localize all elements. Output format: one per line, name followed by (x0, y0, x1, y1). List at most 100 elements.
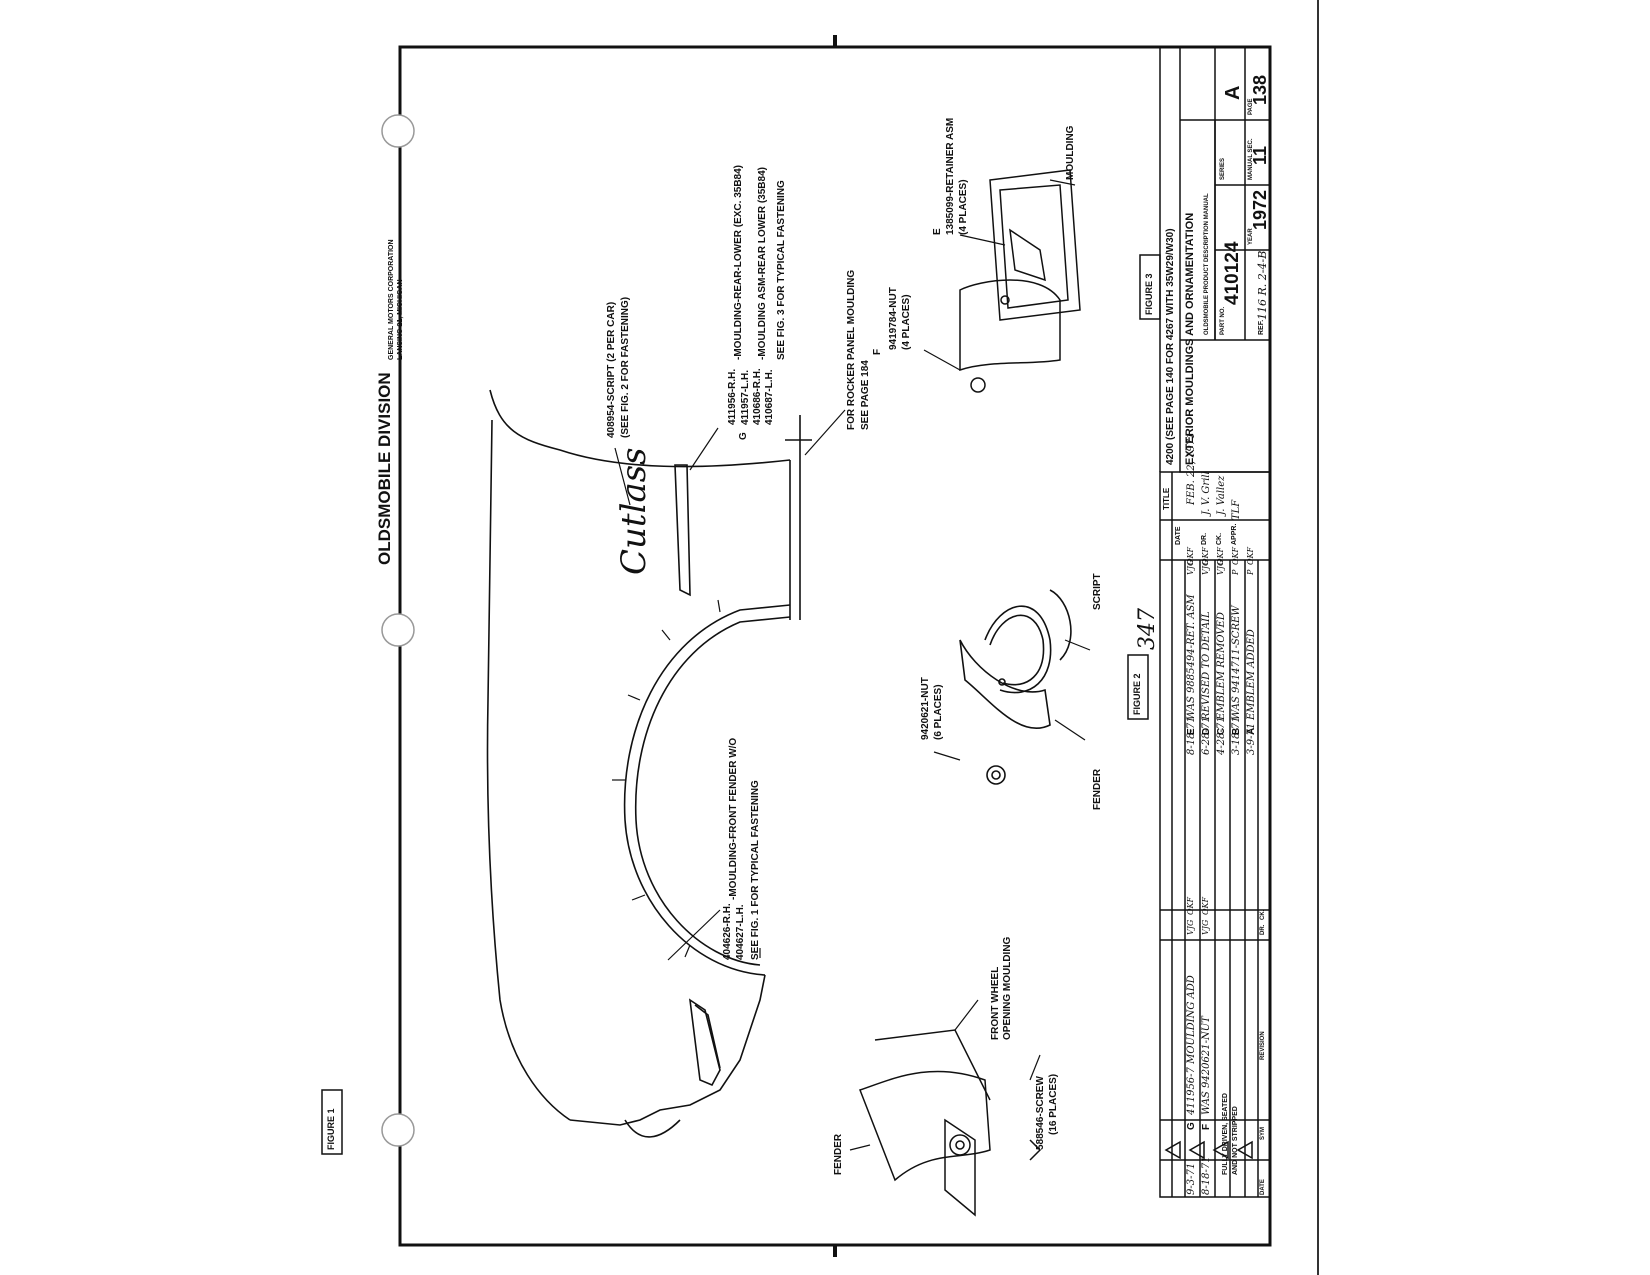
ck-value: J. Vallez (1216, 475, 1227, 515)
rev-dr: VJG (1186, 919, 1195, 935)
page-value: 138 (1250, 74, 1270, 105)
script-callout: 408954-SCRIPT (2 PER CAR) (606, 301, 617, 438)
rev-sym: B (1231, 727, 1242, 735)
rev-ck: OKF (1246, 546, 1255, 565)
rear-lower-note: SEE FIG. 3 FOR TYPICAL FASTENING (776, 180, 787, 360)
drawing-title: EXTERIOR MOULDINGS AND ORNAMENTATION (1184, 212, 1196, 465)
ref-value: 116 R. 2-4-B (1256, 250, 1269, 320)
rev-date: 3-18-71 (1231, 716, 1242, 755)
rev-e-marker: E (932, 228, 943, 235)
rev-date: 6-28-71 (1201, 716, 1212, 755)
rev-sym: E (1186, 728, 1197, 735)
front-wheel-label: FRONT WHEEL (990, 966, 1001, 1040)
rear-lower-desc1: -MOULDING-REAR-LOWER (EXC. 35B84) (733, 164, 744, 360)
rev-text: EMBLEM REMOVED (1216, 612, 1227, 720)
corp-name: GENERAL MOTORS CORPORATION (388, 239, 395, 360)
rev-ck: OKF (1201, 546, 1210, 565)
rev-text: REVISED TO DETAIL (1201, 611, 1212, 720)
rear-lower-desc2: -MOULDING ASM-REAR LOWER (35B84) (757, 167, 768, 360)
figure2-box (1127, 654, 1149, 720)
rear-lower-lh1: 411957-L.H. (740, 369, 751, 425)
figure1-detail (859, 1029, 1042, 1217)
product-label: OLDSMOBILE PRODUCT DESCRIPTION MANUAL (1204, 193, 1210, 335)
rev-dr: P (1231, 569, 1240, 575)
rev-sym: F (1201, 1123, 1212, 1130)
rev-ck: OKF (1216, 546, 1225, 565)
nut-fig3-callout: 9419784-NUT (888, 287, 899, 350)
title-note: 4200 (SEE PAGE 140 FOR 4267 WITH 35W29/W… (1165, 228, 1176, 465)
nut-fig3-places: (4 PLACES) (901, 294, 912, 350)
rocker-callout-page: SEE PAGE 184 (860, 360, 871, 430)
series-value: A (1222, 85, 1244, 100)
screw-callout: 588546-SCREW (1035, 1076, 1046, 1150)
rev-ck: OKF (1186, 546, 1195, 565)
part-no-label: PART NO. (1220, 306, 1226, 335)
appr-value: TLF (1231, 499, 1242, 520)
rev-text: WAS 9414711-SCREW (1231, 605, 1242, 720)
rev-text: WAS 9885494-RET. ASM (1186, 594, 1197, 720)
rev-sym: D (1201, 727, 1212, 735)
ck-label: CK. (1216, 532, 1223, 545)
dr-label: DR. (1201, 532, 1208, 545)
leader-lines (614, 179, 1091, 1151)
binder-hole (381, 613, 415, 647)
rev-sym: C (1216, 727, 1227, 735)
rear-lower-rh1: 411956-R.H. (727, 368, 738, 425)
rev-header-sym: SYM (1260, 1126, 1266, 1140)
rev-text: 411956-7 MOULDING ADD (1186, 975, 1197, 1115)
rear-lower-moulding (674, 464, 691, 597)
ref-label: REF. (1258, 319, 1265, 335)
front-wheel-label2: OPENING MOULDING (1002, 936, 1013, 1040)
rev-dr: P (1246, 569, 1255, 575)
rev-ck: OKF (1231, 546, 1240, 565)
screw-places: (16 PLACES) (1048, 1073, 1059, 1135)
front-fender-rh: 404626-R.H. (722, 903, 733, 960)
fender-label-fig1: FENDER (833, 1133, 844, 1175)
figure1-label: FIGURE 1 (326, 1108, 336, 1150)
rev-ck: OKF (1186, 896, 1195, 915)
figure2-detail (959, 589, 1072, 785)
rev-header-dr: DR. (1260, 924, 1266, 935)
rev-date: 8-18-71 (1201, 1156, 1212, 1195)
binder-hole (381, 114, 415, 148)
fender-outline (486, 389, 812, 1138)
manual-sec-value: 11 (1250, 145, 1270, 165)
rev-date: 4-28-71 (1216, 716, 1227, 755)
rev-text: EMBLEM ADDED (1246, 629, 1257, 720)
rev-header-date: DATE (1260, 1179, 1266, 1195)
front-fender-desc: -MOULDING-FRONT FENDER W/O (728, 737, 739, 900)
dr-value: J. V. Grill (1201, 471, 1212, 515)
script-fig2-label: SCRIPT (1092, 573, 1103, 610)
figure2-label: FIGURE 2 (1132, 673, 1142, 715)
title-label: TITLE (1162, 487, 1171, 510)
rev-ck: OKF (1201, 896, 1210, 915)
rocker-callout: FOR ROCKER PANEL MOULDING (846, 269, 857, 430)
handwritten-number: 347 (1135, 608, 1160, 650)
fully-driven-note2: AND NOT STRIPPED (1232, 1106, 1239, 1175)
nut-fig2-callout: 9420621-NUT (920, 677, 931, 740)
figure3-box (1139, 254, 1161, 320)
moulding-fig3-label: MOULDING (1065, 125, 1076, 180)
figure3-label: FIGURE 3 (1144, 273, 1154, 315)
rear-lower-lh2: 410687-L.H. (764, 369, 775, 425)
rev-date: 9-3-71 (1186, 1162, 1197, 1195)
fender-fig2-label: FENDER (1092, 768, 1103, 810)
date-label: DATE (1175, 526, 1182, 545)
rev-f-marker: F (872, 348, 883, 355)
caution-triangles (1164, 1140, 1253, 1160)
figure3-detail (959, 169, 1081, 393)
appr-label: APPR. (1231, 523, 1238, 545)
rear-lower-rh2: 410686-R.H. (752, 368, 763, 425)
rev-text: WAS 9420621-NUT (1201, 1016, 1212, 1115)
year-value: 1972 (1250, 189, 1270, 230)
date-value: FEB. 22, 1971 (1186, 432, 1197, 505)
part-number: 410124 (1222, 241, 1243, 305)
rev-header-ck: CK. (1260, 909, 1266, 920)
retainer-places: (4 PLACES) (958, 179, 969, 235)
fully-driven-note: FULLY DRIVEN, SEATED (1222, 1093, 1229, 1175)
retainer-callout: 1385099-RETAINER ASM (945, 117, 956, 235)
rev-g-marker: G (738, 432, 749, 440)
division-title: OLDSMOBILE DIVISION (375, 372, 394, 565)
series-label: SERIES (1220, 157, 1226, 180)
